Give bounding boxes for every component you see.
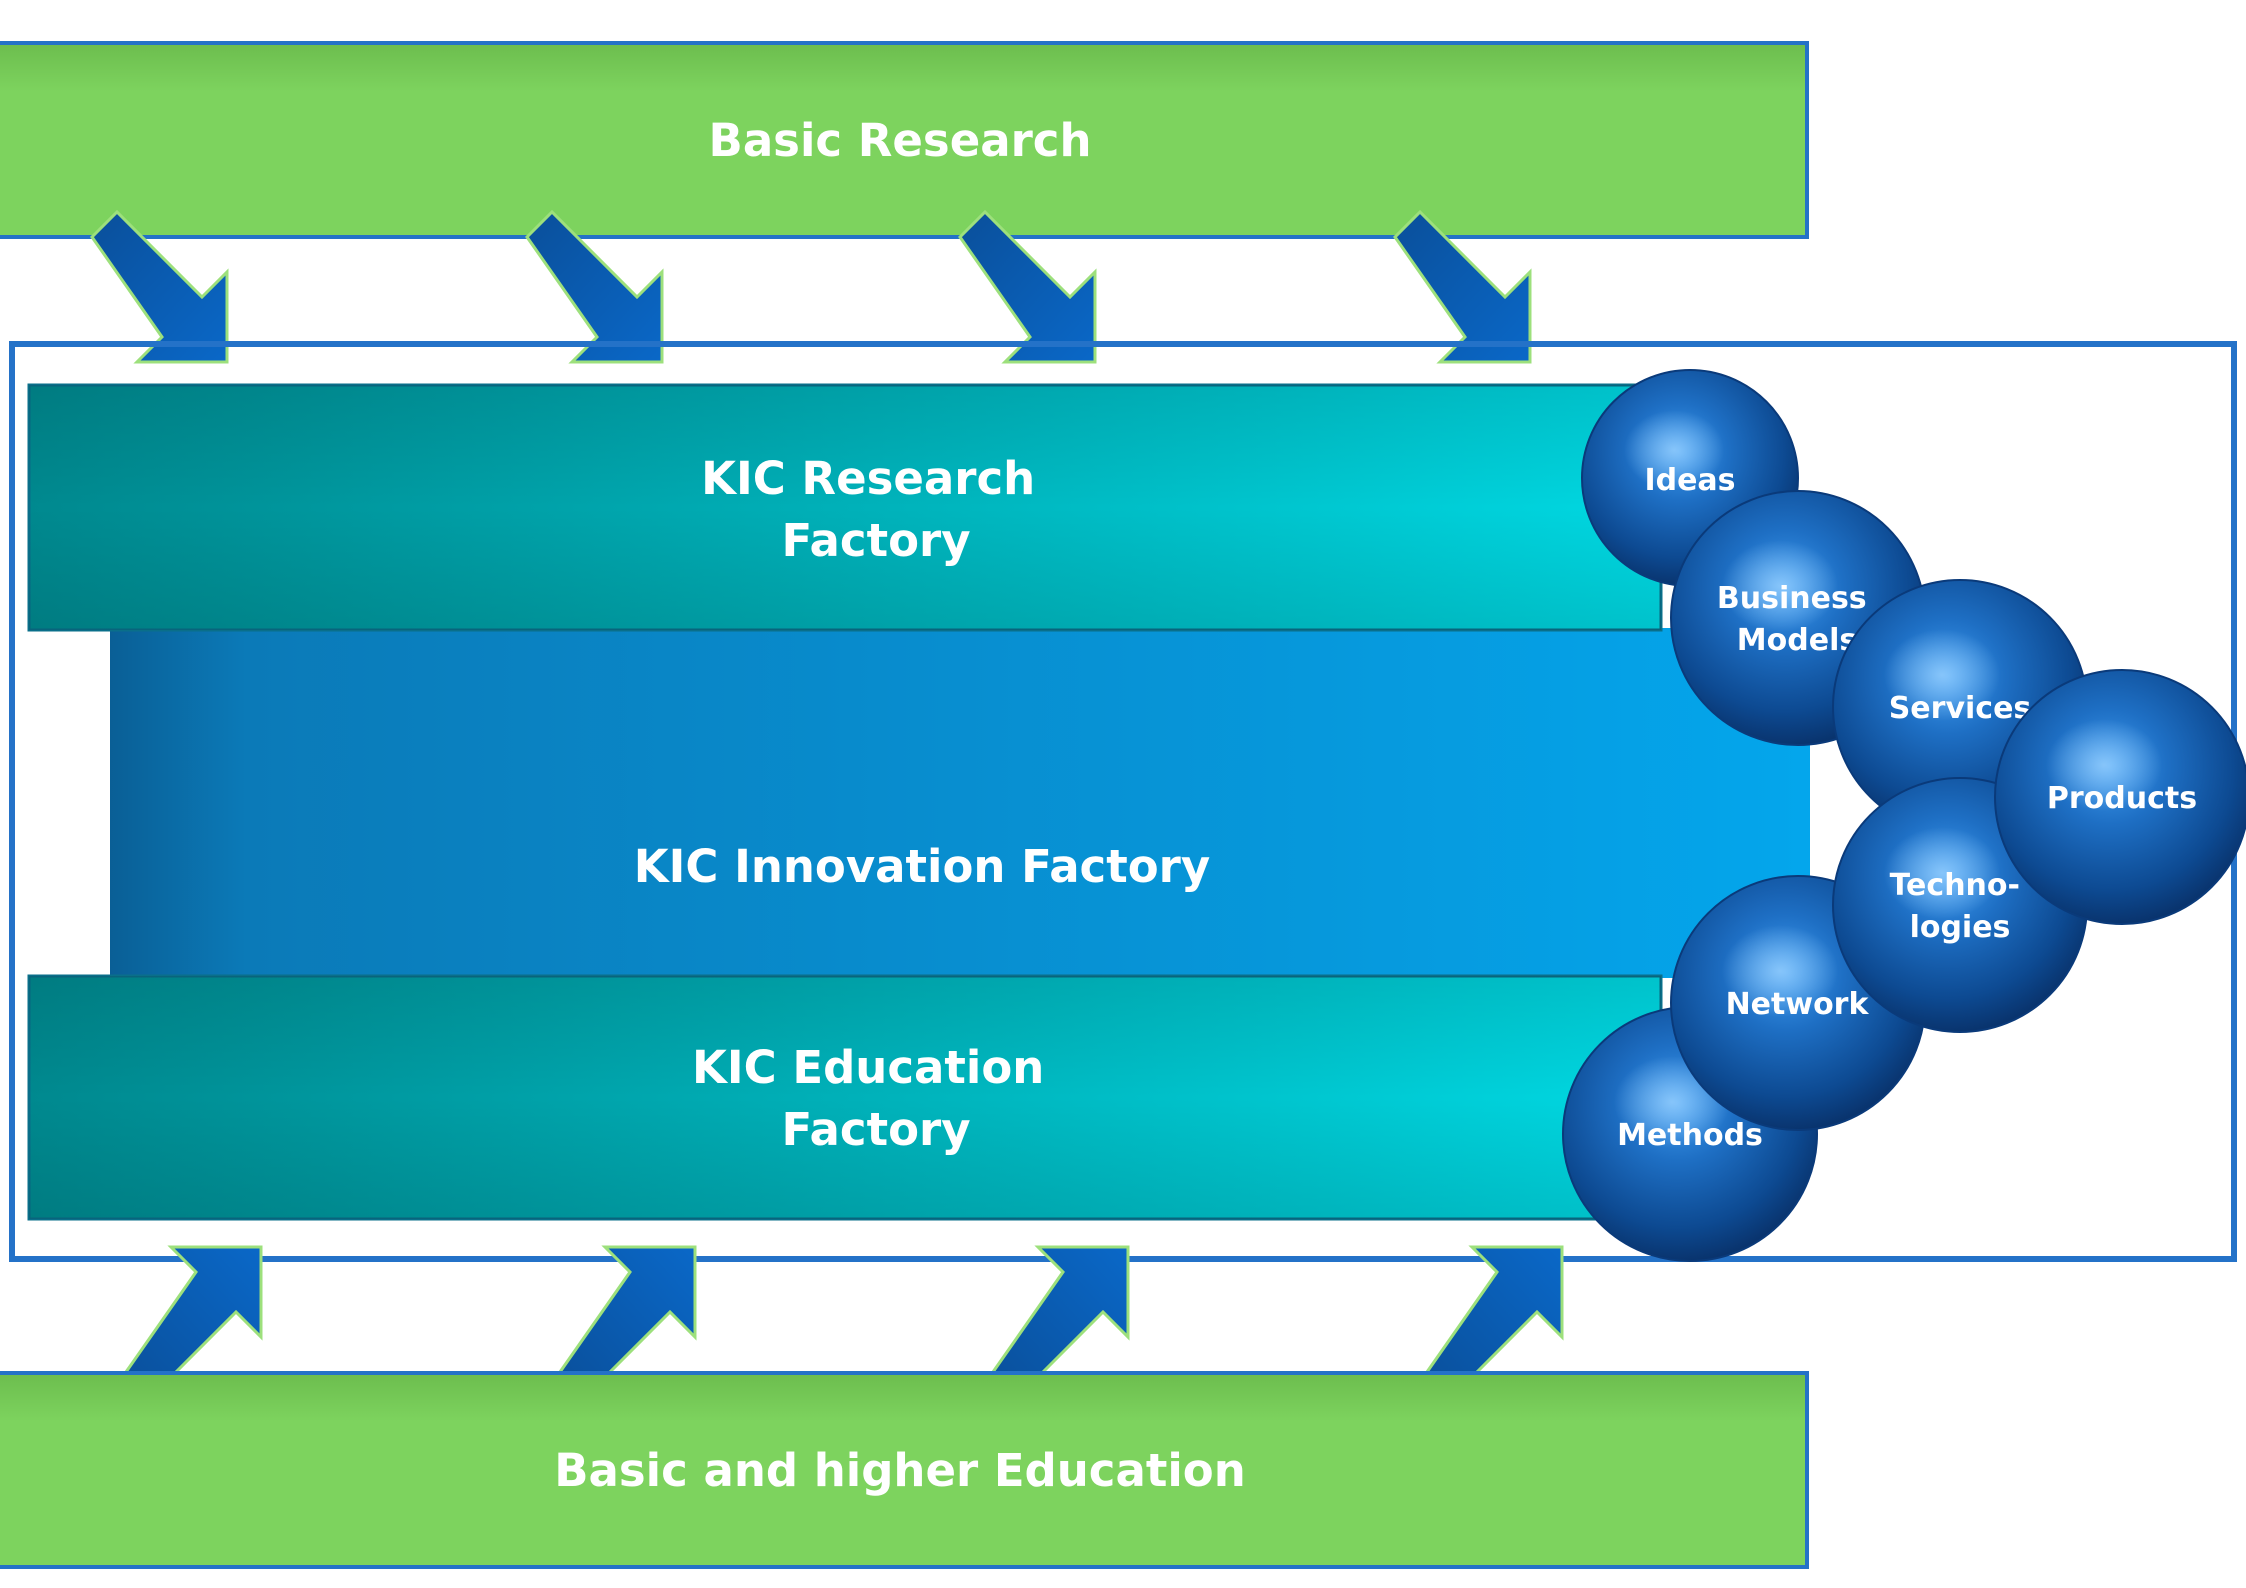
basic-research-label: Basic Research xyxy=(709,114,1092,167)
research-factory-label: KIC Research Factory xyxy=(701,452,1051,567)
svg-text:Techno- logies: Techno- logies xyxy=(1890,868,2031,945)
svg-text:Business Models: Business Models xyxy=(1717,581,1877,658)
innovation-factory-bar: KIC Innovation Factory xyxy=(110,628,1810,978)
svg-text:Network: Network xyxy=(1726,987,1870,1022)
svg-text:Ideas: Ideas xyxy=(1644,463,1735,498)
svg-text:Products: Products xyxy=(2047,781,2197,816)
sphere-products: Products xyxy=(1994,669,2246,925)
education-factory-bar: KIC Education Factory xyxy=(27,974,1663,1221)
innovation-factory-label: KIC Innovation Factory xyxy=(634,840,1210,893)
basic-research-bar: Basic Research xyxy=(0,41,1809,239)
basic-education-bar: Basic and higher Education xyxy=(0,1371,1809,1569)
output-spheres: Ideas Business Models Services Methods N… xyxy=(1562,369,2246,1262)
education-factory-label: KIC Education Factory xyxy=(692,1041,1060,1156)
basic-education-label: Basic and higher Education xyxy=(554,1444,1246,1497)
svg-text:Services: Services xyxy=(1889,691,2032,726)
research-factory-bar: KIC Research Factory xyxy=(27,383,1663,632)
svg-text:Methods: Methods xyxy=(1617,1118,1763,1153)
